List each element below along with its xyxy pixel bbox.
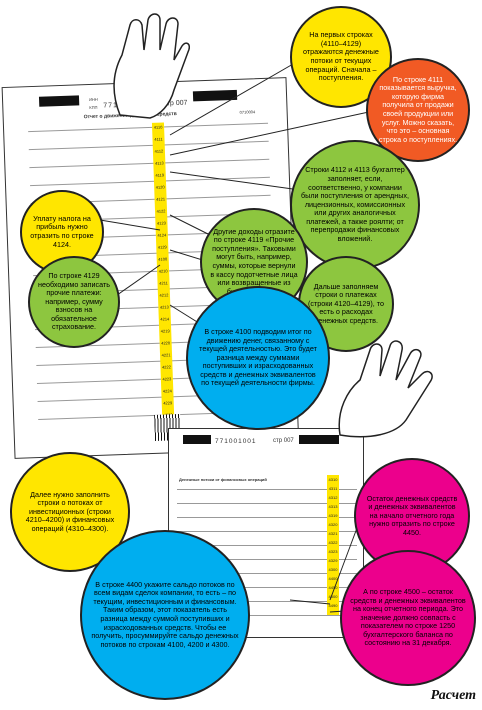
bubble-line-4400: В строке 4400 укажите сальдо потоков по … bbox=[80, 530, 250, 700]
bubble-payments-4120-4129: Дальше заполняем строки о платежах (стро… bbox=[298, 256, 394, 352]
line-code: 4322 bbox=[328, 540, 338, 545]
line-code: 4300 bbox=[328, 567, 338, 572]
line-code: 4400 bbox=[328, 576, 338, 581]
bubble-line-4111: По строке 4111 показывается выручка, кот… bbox=[366, 58, 470, 162]
line-code: 4310 bbox=[328, 477, 338, 482]
line-code: 4312 bbox=[328, 495, 338, 500]
line-code: 4323 bbox=[328, 549, 338, 554]
line-code: 4500 bbox=[328, 594, 338, 599]
report-page-2: 771001001 стр 007 Денежные потоки от фин… bbox=[168, 428, 364, 638]
line-code: 4329 bbox=[328, 558, 338, 563]
raschet-logo: Расчет bbox=[430, 688, 476, 703]
bubble-line-4500: А по строке 4500 – остаток средств и ден… bbox=[340, 550, 476, 686]
line-code: 4319 bbox=[328, 513, 338, 518]
line-code: 4320 bbox=[328, 522, 338, 527]
line-code: 4311 bbox=[328, 486, 338, 491]
line-code: 4450 bbox=[328, 585, 338, 590]
line-code: 4490 bbox=[328, 603, 338, 608]
inn-value: 771001001 bbox=[215, 438, 257, 445]
bubble-lines-4112-4113: Строки 4112 и 4113 бухгалтер заполняет, … bbox=[290, 140, 420, 270]
line-code: 4313 bbox=[328, 504, 338, 509]
hand-right-icon bbox=[338, 340, 433, 438]
section-title: Денежные потоки от финансовых операций bbox=[179, 477, 267, 482]
line-code: 4321 bbox=[328, 531, 338, 536]
hand-top-icon bbox=[113, 13, 190, 119]
redaction-block bbox=[299, 435, 339, 444]
redaction-block bbox=[183, 435, 211, 444]
bubble-line-4100: В строке 4100 подводим итог по движению … bbox=[186, 286, 330, 430]
codes-column: 4310 4311 4312 4313 4319 4320 4321 4322 4323 4329… bbox=[327, 475, 339, 615]
bubble-line-4129: По строке 4129 необходимо записать прочи… bbox=[28, 256, 120, 348]
page-number: стр 007 bbox=[273, 438, 294, 444]
